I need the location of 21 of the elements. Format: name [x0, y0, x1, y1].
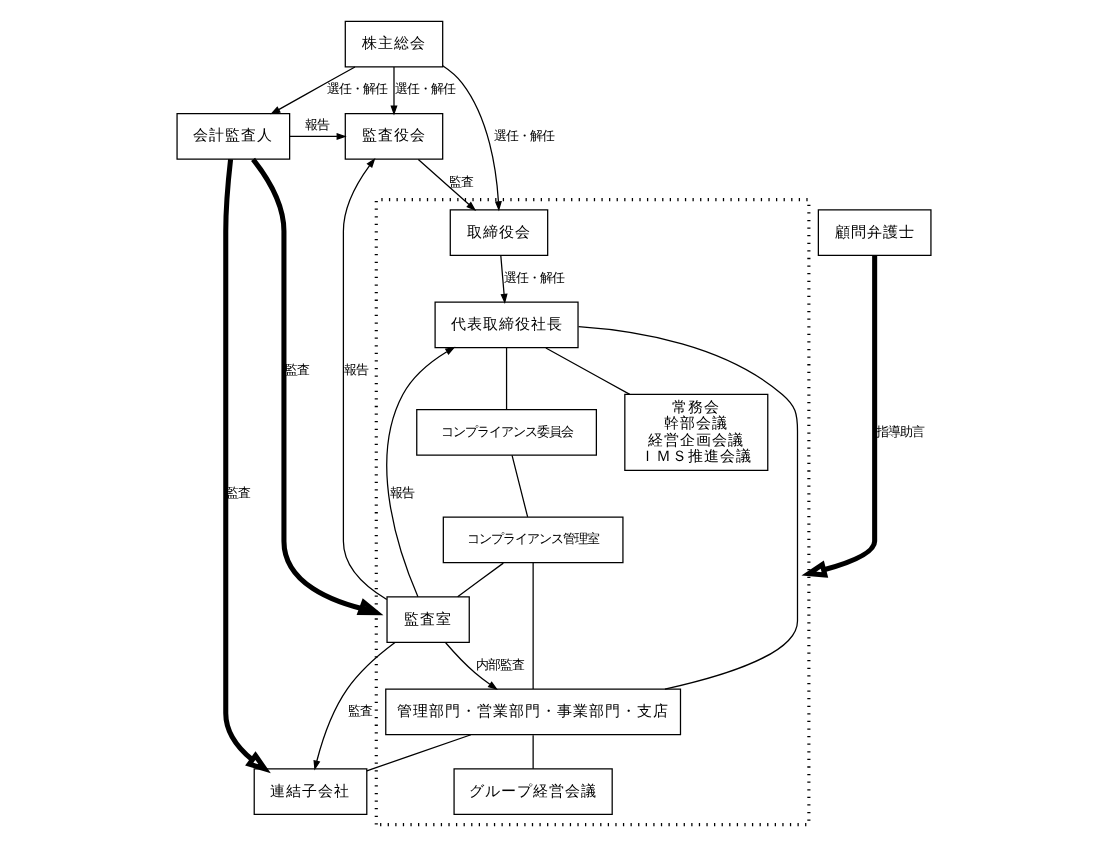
connector: [531, 734, 533, 770]
arrow: [389, 66, 397, 116]
arrow: [341, 157, 387, 601]
connector: [576, 326, 798, 690]
arrow: [499, 254, 507, 304]
arrow: [250, 157, 383, 616]
connector: [365, 734, 471, 772]
connector: [504, 347, 507, 411]
arrow: [312, 642, 395, 771]
arrow: [444, 642, 497, 690]
connector: [531, 562, 533, 690]
arrow: [222, 158, 270, 774]
connector: [544, 347, 630, 395]
arrow: [800, 255, 877, 578]
connector: [510, 454, 528, 518]
arrow: [441, 65, 501, 212]
arrow: [288, 132, 346, 140]
arrow: [416, 158, 476, 211]
arrow: [269, 66, 355, 115]
connector: [456, 562, 503, 598]
arrow: [385, 346, 455, 598]
